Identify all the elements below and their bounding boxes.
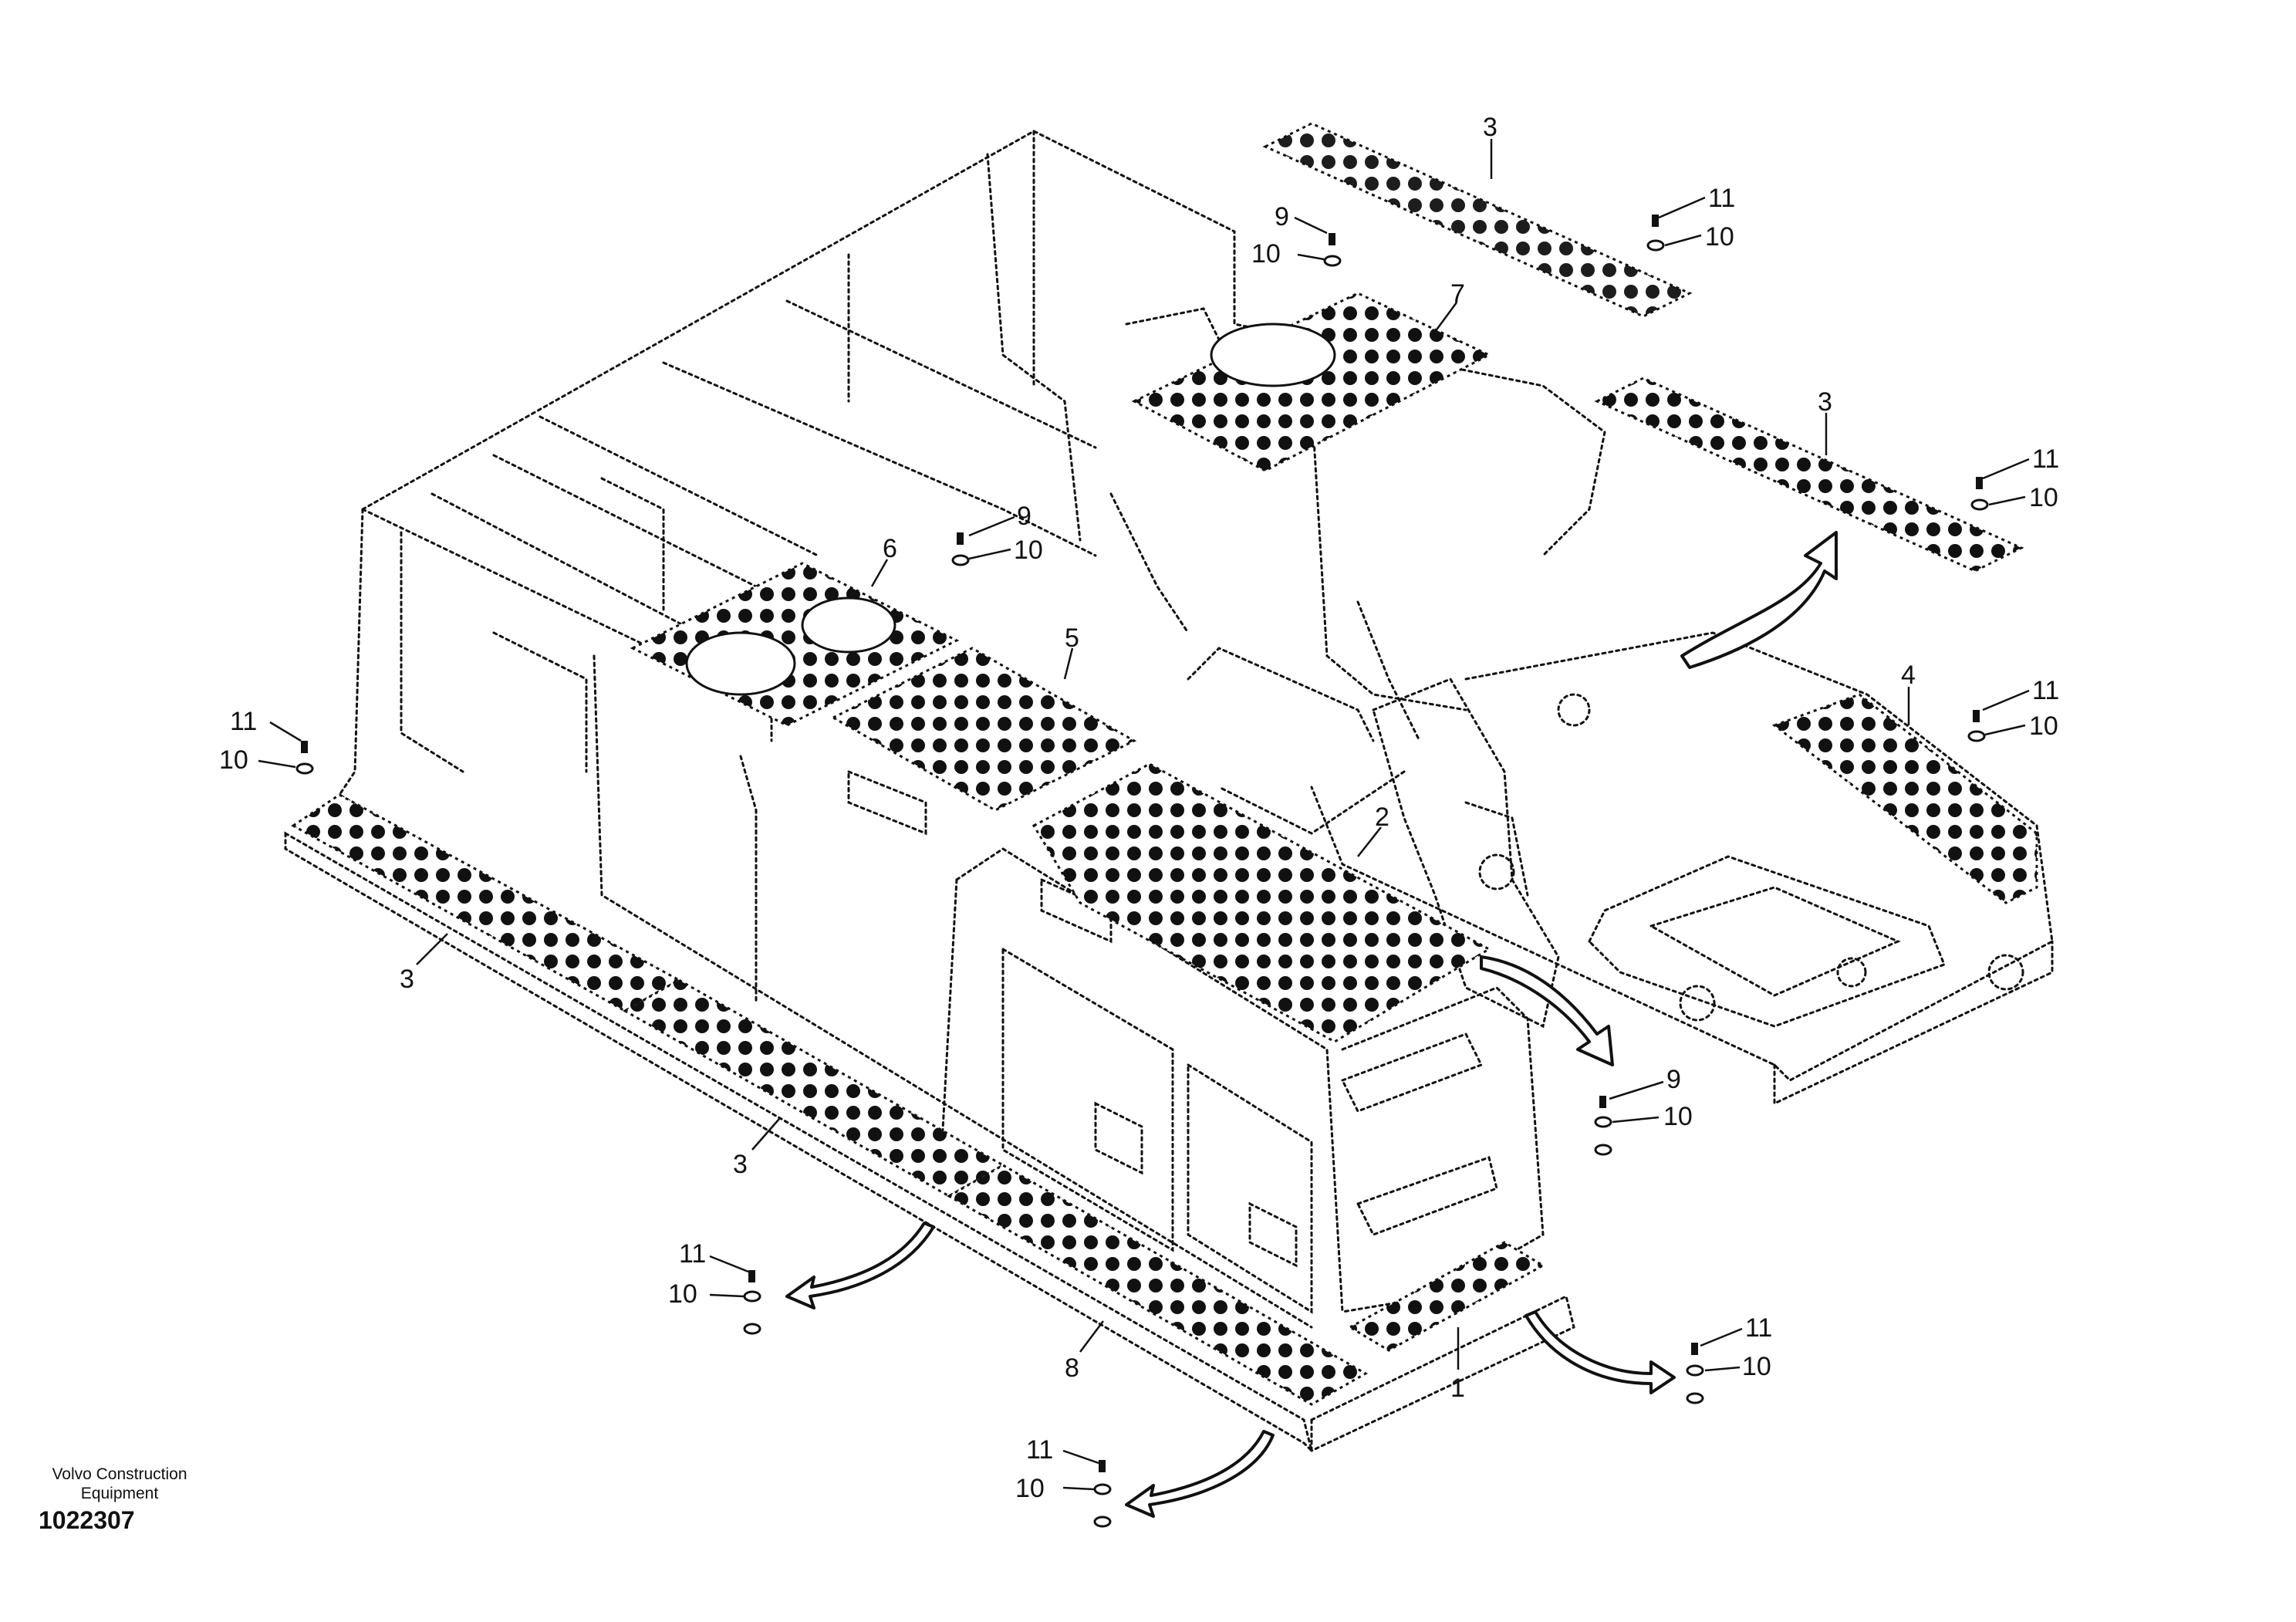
fastener-bottom: [1093, 1460, 1112, 1528]
callout-7: 7: [1450, 279, 1465, 309]
drawing-number: 1022307: [39, 1506, 135, 1534]
fastener-bottom-right: [1686, 1343, 1704, 1404]
arrow-bottom-right: [1524, 1310, 1676, 1394]
brand-line-2: Equipment: [80, 1485, 159, 1502]
callout-bl-11: 11: [679, 1239, 706, 1269]
fastener-right: [1970, 477, 1989, 511]
plate-5: [830, 647, 1137, 812]
leader-lines: [258, 139, 2030, 1491]
callout-bot-10: 10: [1015, 1474, 1045, 1503]
fastener-mid: [1594, 1096, 1612, 1156]
callout-9-plate6: 9: [1017, 502, 1032, 531]
callout-mid-10: 10: [1663, 1102, 1693, 1131]
plate-3-right: [1594, 377, 2024, 573]
fastener-plate7: [1323, 233, 1342, 267]
callout-right-3: 3: [1818, 387, 1832, 417]
plate-6: [630, 562, 960, 727]
callout-mid-9: 9: [1666, 1065, 1681, 1094]
arrow-bottom: [1125, 1430, 1275, 1518]
plate-3-left-a: [291, 793, 682, 1012]
callout-6: 6: [883, 534, 897, 563]
arrow-right-upper: [1680, 531, 1838, 669]
brand-line-1: Volvo Construction: [52, 1465, 187, 1483]
callout-left-3b: 3: [733, 1150, 748, 1179]
callout-br-11: 11: [1745, 1313, 1772, 1343]
callout-2: 2: [1375, 803, 1389, 832]
arrow-mid: [1480, 955, 1614, 1066]
plate-3-top: [1262, 122, 1693, 318]
callout-top-3: 3: [1483, 113, 1497, 142]
callout-1: 1: [1450, 1374, 1465, 1403]
callout-10-plate7: 10: [1251, 239, 1281, 269]
callout-left-3a: 3: [400, 965, 414, 994]
callout-top-11: 11: [1708, 184, 1735, 213]
side-step-outline: [284, 831, 1575, 1455]
fastener-plate6: [951, 532, 970, 566]
callout-left-10: 10: [219, 745, 248, 775]
callout-4-11: 11: [2032, 676, 2059, 705]
callout-5: 5: [1065, 623, 1079, 653]
callout-bl-10: 10: [668, 1279, 697, 1309]
plate-8: [946, 1164, 1369, 1406]
callout-top-10: 10: [1705, 222, 1734, 252]
callout-right-11: 11: [2032, 444, 2059, 474]
plate-3-left-b: [622, 978, 1006, 1198]
fastener-bottom-left: [743, 1270, 761, 1335]
arrow-bottom-left: [785, 1222, 935, 1309]
fastener-top: [1646, 215, 1665, 252]
callout-9-plate7: 9: [1275, 202, 1289, 231]
callout-br-10: 10: [1742, 1352, 1771, 1381]
plate-2: [1032, 762, 1492, 1043]
fastener-left: [295, 741, 314, 775]
callout-10-plate6: 10: [1014, 536, 1043, 565]
callout-4: 4: [1901, 661, 1916, 690]
callout-right-10: 10: [2029, 483, 2058, 512]
callout-4-10: 10: [2029, 711, 2058, 741]
plate-4: [1771, 693, 2038, 904]
plate-7: [1131, 292, 1492, 472]
callout-left-11: 11: [230, 707, 257, 736]
fastener-plate4: [1967, 710, 1986, 742]
callout-bot-11: 11: [1026, 1435, 1053, 1465]
brand-caption: Volvo Construction Equipment: [31, 1465, 208, 1503]
plate-1: [1347, 1241, 1546, 1352]
callout-8: 8: [1065, 1353, 1079, 1383]
